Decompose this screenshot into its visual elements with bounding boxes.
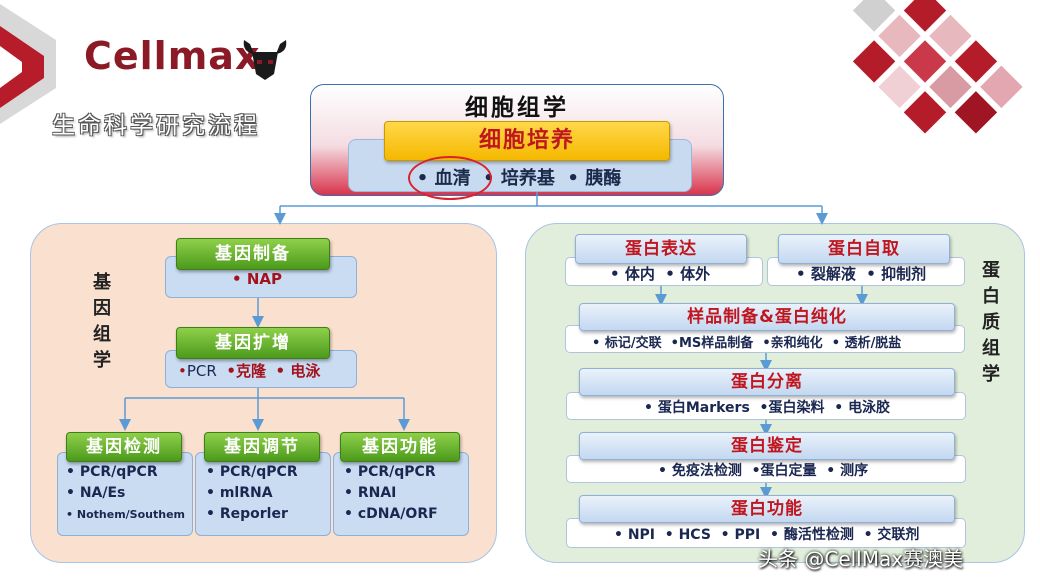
cell-omics-title: 细胞组学 — [465, 95, 569, 121]
highlight-circle — [408, 156, 492, 200]
logo-chevron-icon — [0, 4, 56, 124]
protein-extract-header: 蛋白自取 — [778, 234, 950, 264]
proteomics-label: 蛋白质组学 — [982, 260, 1000, 385]
bull-head-icon — [243, 40, 287, 80]
protein-identify-items: • 免疫法检测 •蛋白定量 • 测序 — [658, 463, 869, 479]
gene-prep-header: 基因制备 — [176, 238, 330, 270]
page-subtitle: 生命科学研究流程 — [52, 113, 260, 139]
gene-amp-header: 基因扩增 — [176, 327, 330, 359]
item-medium: 培养基 — [500, 168, 555, 189]
genomics-label: 基因组学 — [93, 272, 111, 371]
gene-regulate-items: • PCR/qPCR • mlRNA • Reporler — [206, 464, 298, 522]
protein-function-items: • NPI • HCS • PPI • 酶活性检测 • 交联剂 — [614, 527, 920, 543]
watermark: 头条 @CellMax赛澳美 — [758, 547, 964, 571]
protein-separate-header: 蛋白分离 — [579, 368, 955, 396]
gene-prep-items: • NAP — [232, 270, 282, 288]
protein-function-header: 蛋白功能 — [579, 495, 955, 523]
protein-extract-items: • 裂解液 • 抑制剂 — [796, 265, 927, 283]
gene-function-box — [333, 452, 469, 536]
gene-amp-items: •PCR •克隆 • 电泳 — [178, 362, 321, 380]
protein-purify-header: 样品制备&蛋白纯化 — [579, 303, 955, 331]
protein-identify-header: 蛋白鉴定 — [579, 432, 955, 460]
decorative-mosaic — [852, 0, 1023, 134]
gene-function-items: • PCR/qPCR • RNAI • cDNA/ORF — [344, 464, 438, 522]
protein-expr-header: 蛋白表达 — [575, 234, 747, 264]
protein-purify-items: • 标记/交联 •MS样品制备 •亲和纯化 • 透析/脱盐 — [592, 336, 902, 351]
gene-detect-header: 基因检测 — [66, 432, 182, 462]
gene-regulate-header: 基因调节 — [204, 432, 320, 462]
protein-separate-items: • 蛋白Markers •蛋白染料 • 电泳胶 — [644, 400, 891, 416]
gene-regulate-box — [195, 452, 331, 536]
logo-wordmark: Cellmax — [84, 34, 261, 78]
protein-expr-items: • 体内 • 体外 — [610, 265, 711, 283]
item-trypsin: 胰酶 — [585, 168, 622, 189]
cell-culture-header: 细胞培养 — [384, 121, 670, 161]
gene-function-header: 基因功能 — [340, 432, 460, 462]
gene-detect-items: • PCR/qPCR • NA/Es • Nothem/Southem — [66, 464, 185, 521]
